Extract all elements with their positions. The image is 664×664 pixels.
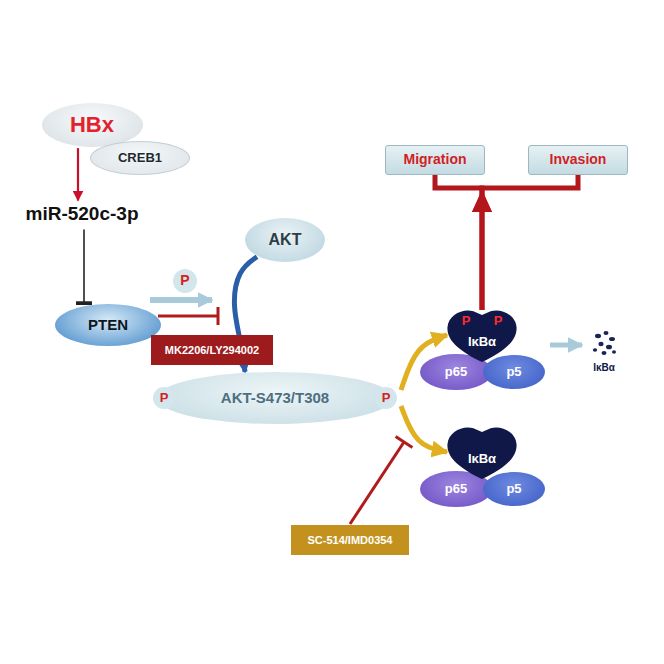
label-text: P — [180, 273, 189, 288]
phospho-kinase-ellipse: AKT-S473/T308 — [157, 372, 393, 424]
node-text: IκBα — [468, 452, 496, 466]
outcome-box: Migration — [385, 145, 485, 175]
inhibitor-bar — [217, 307, 220, 325]
dephosphorylation-arrow — [150, 297, 212, 303]
node-text: p65 — [445, 365, 467, 379]
node-text: p65 — [445, 482, 467, 496]
activation-arrow — [77, 148, 79, 200]
outcome-arrowhead — [472, 190, 492, 212]
inhibitor-line — [158, 315, 218, 318]
node-text: miR-520c-3p — [26, 204, 139, 225]
ikba-protein: IκBα — [446, 425, 518, 479]
phosphate-circle: P — [173, 269, 197, 293]
phosphatase-ellipse: PTEN — [55, 304, 161, 346]
inhibitor-box: MK2206/LY294002 — [151, 335, 273, 365]
outcome-box: Invasion — [528, 145, 628, 175]
node-text: AKT-S473/T308 — [221, 390, 329, 407]
connectors — [78, 148, 578, 452]
p5-subunit: p5 — [483, 472, 545, 506]
node-text: Migration — [404, 152, 467, 167]
label-text: IκBα — [593, 362, 615, 373]
outcome-arrow — [435, 175, 482, 310]
degradation-arrow — [550, 343, 582, 348]
virus-protein: HBx — [42, 103, 143, 147]
inhibitor-box: SC-514/IMD0354 — [291, 525, 409, 555]
node-text: SC-514/IMD0354 — [308, 534, 393, 546]
phosphate-mark: P — [458, 313, 475, 330]
microrna-label: miR-520c-3p — [12, 200, 152, 229]
label-text: P — [494, 314, 503, 328]
ikba-protein: IκBα — [446, 308, 518, 362]
node-text: Invasion — [550, 152, 607, 167]
node-text: p5 — [506, 365, 521, 379]
outcome-arrowhead — [472, 190, 492, 212]
label-text: P — [462, 314, 471, 328]
node-text: MK2206/LY294002 — [165, 344, 259, 356]
transcription-factor: CREB1 — [90, 141, 190, 175]
node-text: HBx — [70, 113, 114, 137]
degraded-protein-label: IκBα — [591, 361, 617, 374]
inhibition-line — [83, 230, 85, 305]
node-text: CREB1 — [118, 151, 162, 165]
label-text: P — [382, 391, 391, 405]
inhibitor-bar — [396, 437, 413, 448]
label-text: P — [160, 391, 169, 405]
phosphate-circle: P — [153, 387, 175, 409]
phosphate-circle: P — [375, 387, 397, 409]
outcome-arrow — [482, 175, 578, 310]
nfkb-activation-arrow — [401, 406, 447, 452]
degraded-fragments — [593, 331, 616, 355]
node-text: IκBα — [468, 335, 496, 349]
kinase-ellipse: AKT — [245, 218, 325, 262]
inhibitor-line — [350, 442, 404, 524]
node-text: p5 — [506, 482, 521, 496]
node-text: PTEN — [88, 317, 128, 334]
p5-subunit: p5 — [483, 355, 545, 389]
phosphate-mark: P — [490, 313, 507, 330]
node-text: AKT — [269, 231, 302, 249]
